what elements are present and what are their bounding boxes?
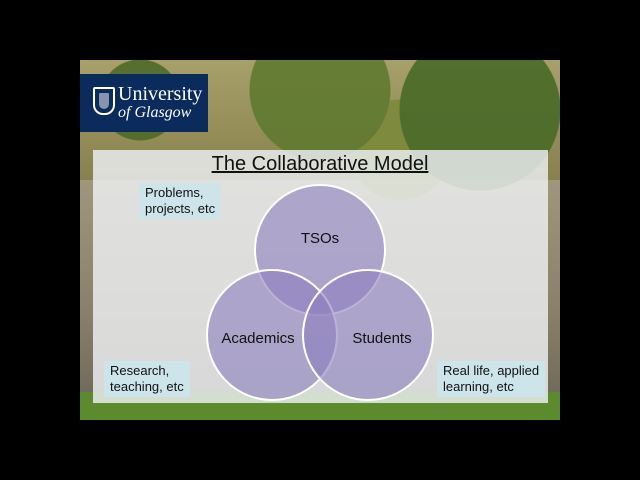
slide-title: The Collaborative Model bbox=[211, 153, 429, 175]
venn-diagram: TSOs Academics Students bbox=[206, 184, 434, 401]
crest-icon bbox=[93, 87, 115, 115]
logo-line-2: of Glasgow bbox=[118, 104, 192, 121]
venn-circle-students bbox=[302, 269, 434, 401]
note-academics: Research, teaching, etc bbox=[104, 361, 190, 397]
note-students: Real life, applied learning, etc bbox=[437, 361, 546, 397]
university-logo: University of Glasgow bbox=[80, 74, 208, 132]
note-students-line-1: Real life, applied bbox=[443, 363, 540, 378]
note-students-line-2: learning, etc bbox=[443, 379, 514, 394]
note-tsos: Problems, projects, etc bbox=[139, 183, 222, 219]
note-academics-line-2: teaching, etc bbox=[110, 379, 184, 394]
note-academics-line-1: Research, bbox=[110, 363, 170, 378]
venn-label-tsos: TSOs bbox=[301, 230, 339, 247]
note-tsos-line-2: projects, etc bbox=[145, 201, 216, 216]
note-tsos-line-1: Problems, bbox=[145, 185, 204, 200]
venn-label-students: Students bbox=[352, 330, 411, 347]
logo-line-1: University bbox=[118, 83, 203, 105]
slide: University of Glasgow The Collaborative … bbox=[80, 60, 560, 420]
venn-label-academics: Academics bbox=[221, 330, 294, 347]
